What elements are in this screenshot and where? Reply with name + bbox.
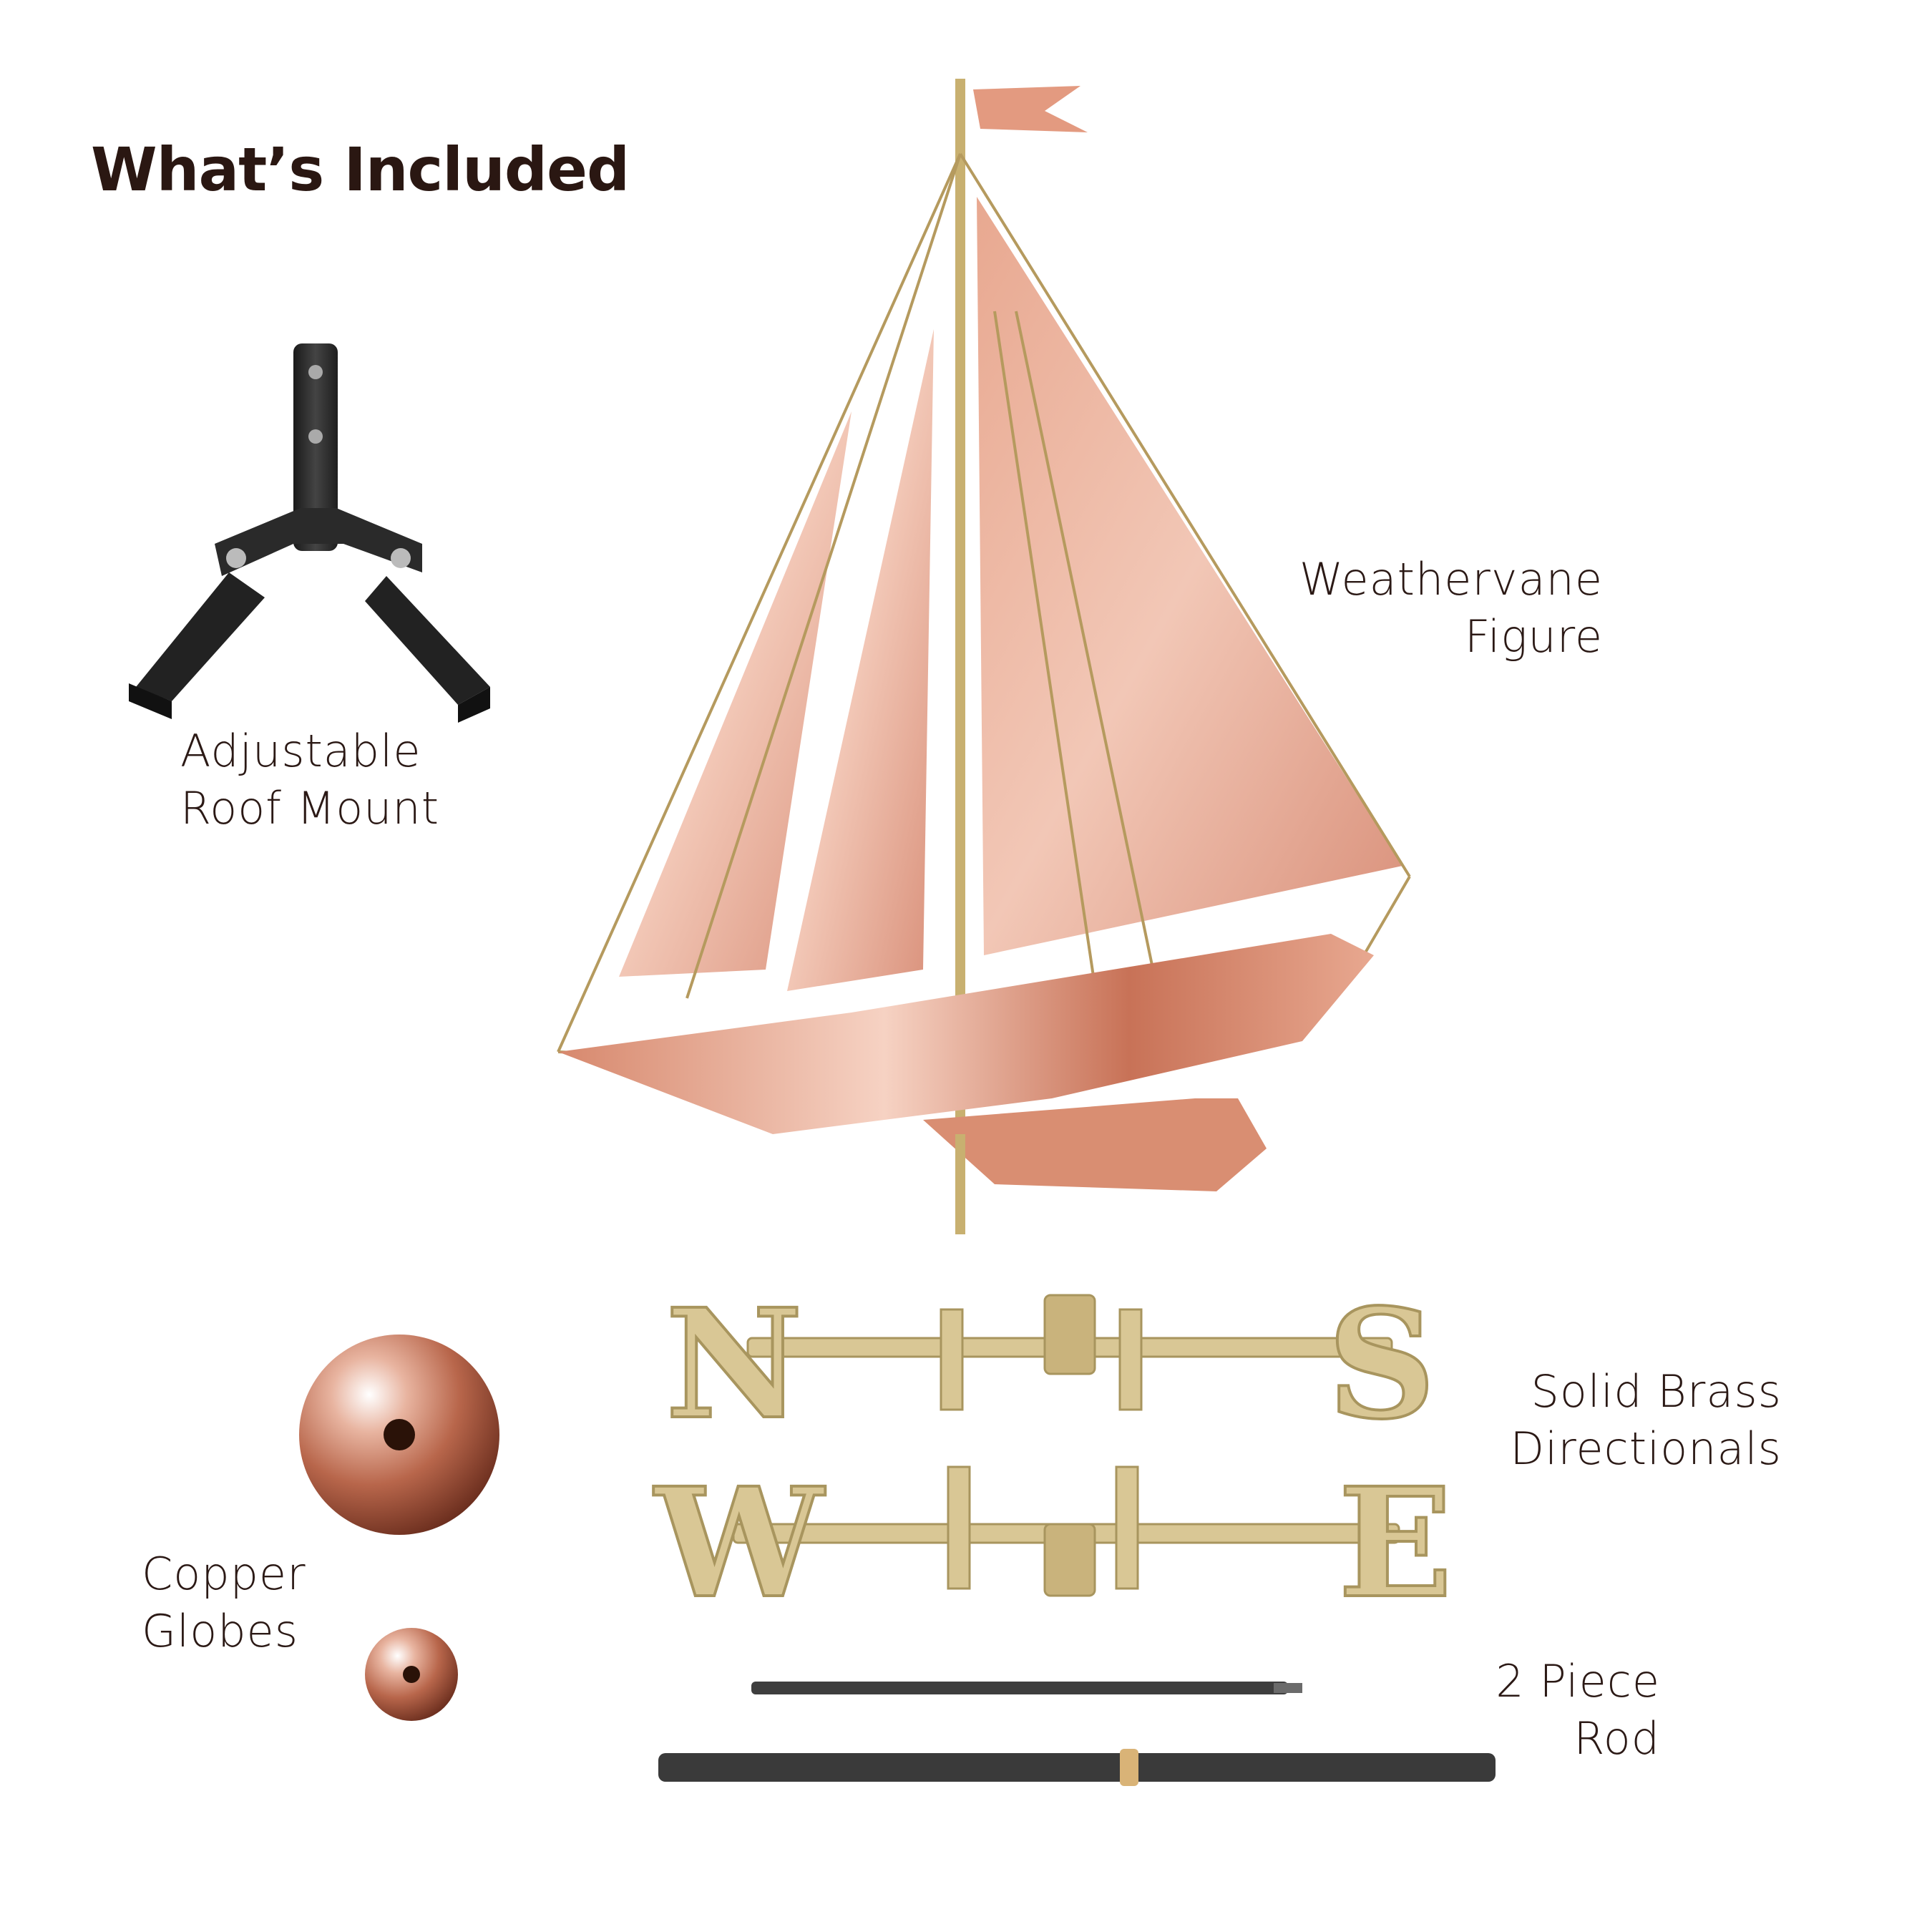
copper-globes-label: Copper Globes: [142, 1548, 306, 1657]
north-letter: N: [665, 1276, 803, 1453]
copper-globes-image: [299, 1335, 499, 1721]
roof-mount-label: Adjustable Roof Mount: [180, 725, 440, 834]
rod-image: [658, 1682, 1496, 1786]
roof-mount-image: [129, 343, 490, 723]
south-letter: S: [1327, 1276, 1436, 1453]
west-letter: W: [653, 1455, 826, 1631]
directionals-label: Solid Brass Directionals: [1510, 1365, 1782, 1475]
directionals-image: N S W E: [652, 1274, 1454, 1633]
weathervane-figure-label: Weathervane Figure: [1299, 553, 1603, 663]
page-title: What’s Included: [91, 135, 630, 205]
east-letter: E: [1338, 1455, 1453, 1631]
rod-label: 2 Piece Rod: [1496, 1655, 1660, 1765]
weathervane-figure-image: [557, 79, 1411, 1234]
